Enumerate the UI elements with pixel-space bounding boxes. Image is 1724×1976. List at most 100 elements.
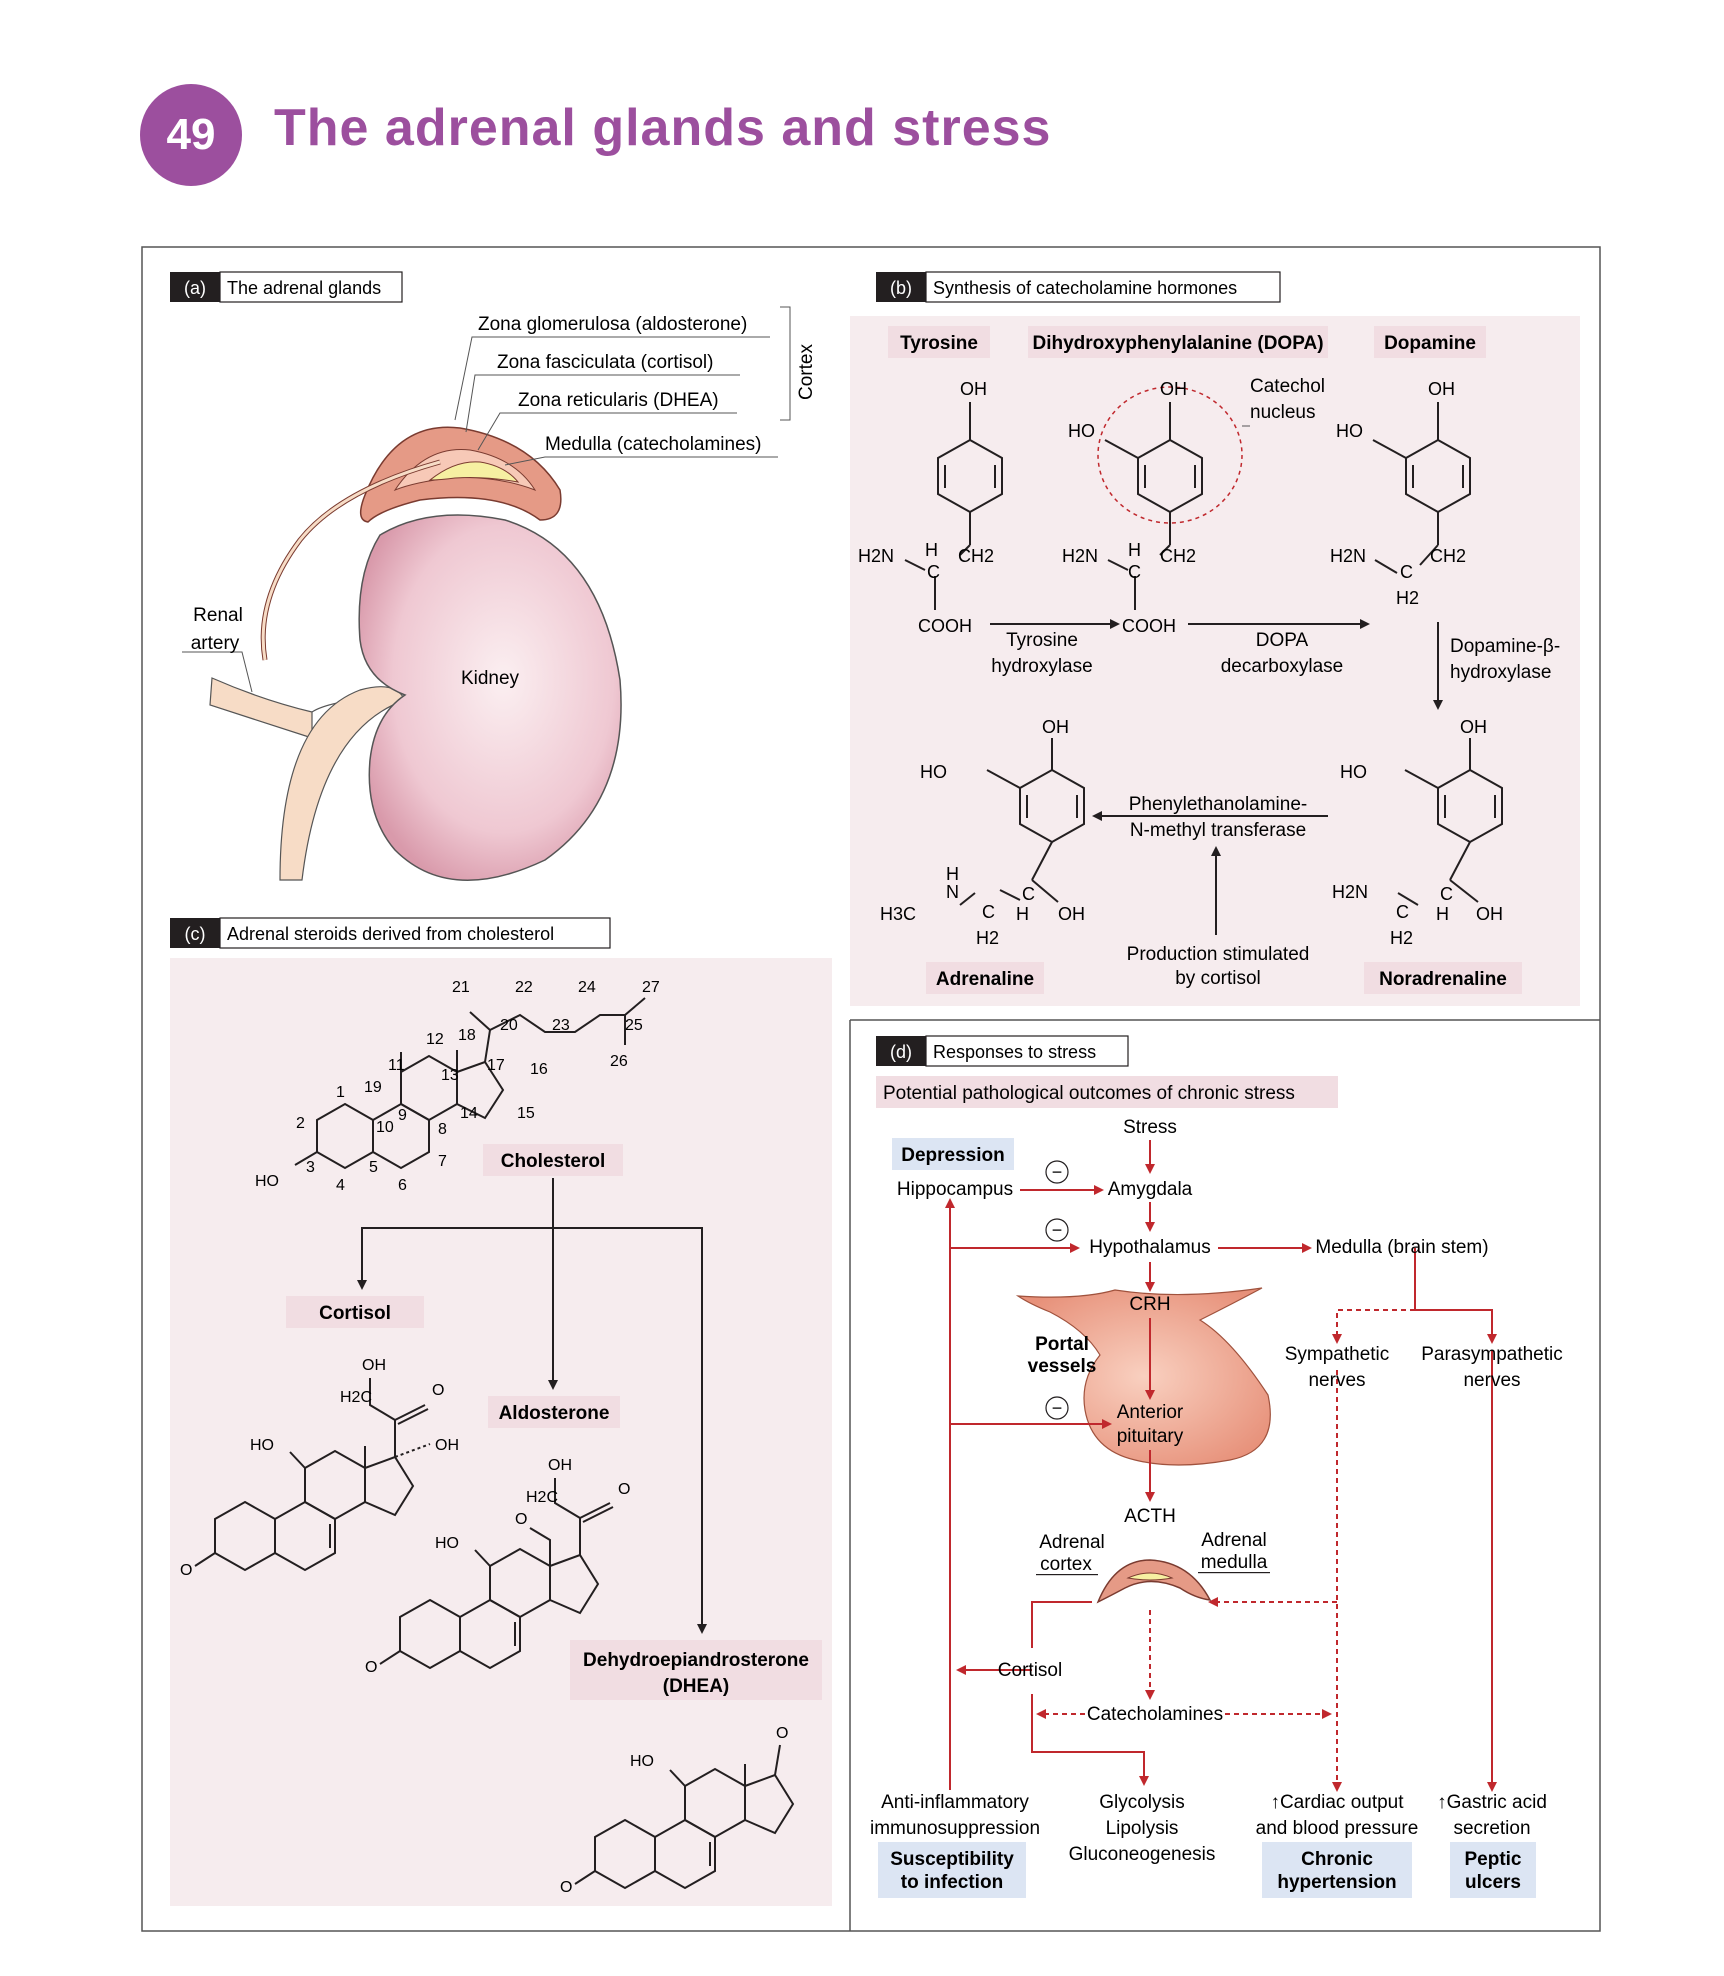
chapter-number-badge: 49 (140, 84, 242, 186)
svg-text:OH: OH (960, 379, 987, 399)
svg-text:hydroxylase: hydroxylase (991, 656, 1092, 677)
svg-text:24: 24 (578, 979, 596, 996)
carbon-numbers: 1 2 3 4 5 6 7 8 9 10 11 12 13 14 15 16 1… (255, 979, 660, 1194)
panel-a: (a) The adrenal glands Zona glomerulosa … (170, 271, 817, 881)
svg-text:22: 22 (515, 979, 533, 996)
svg-text:C: C (1022, 884, 1035, 904)
svg-text:Hippocampus: Hippocampus (897, 1179, 1013, 1200)
svg-text:Lipolysis: Lipolysis (1106, 1818, 1179, 1839)
atom-labels: OH H2N H C CH2 COOH OH HO H2N H C CH2 CO… (858, 379, 1503, 948)
svg-text:decarboxylase: decarboxylase (1221, 656, 1344, 677)
aldosterone-atoms: OH H2C O O HO O (365, 1457, 630, 1676)
svg-text:HO: HO (630, 1753, 654, 1770)
svg-text:C: C (1400, 562, 1413, 582)
svg-text:hydroxylase: hydroxylase (1450, 662, 1551, 683)
svg-text:Portal: Portal (1035, 1334, 1089, 1355)
svg-text:OH: OH (362, 1357, 386, 1374)
svg-text:medulla: medulla (1201, 1552, 1268, 1573)
svg-text:H3C: H3C (880, 904, 916, 924)
svg-text:OH: OH (1428, 379, 1455, 399)
svg-text:Glycolysis: Glycolysis (1099, 1792, 1185, 1813)
svg-text:−: − (1052, 1398, 1063, 1418)
dopa-label: Dihydroxyphenylalanine (DOPA) (1032, 333, 1323, 354)
catechol-label-1: Catechol (1250, 376, 1325, 397)
renal-artery-shape (209, 677, 313, 739)
panel-a-title: The adrenal glands (227, 278, 381, 298)
svg-text:26: 26 (610, 1053, 628, 1070)
catechol-label-2: nucleus (1250, 402, 1316, 423)
svg-text:↑Gastric acid: ↑Gastric acid (1437, 1792, 1547, 1813)
svg-text:8: 8 (438, 1121, 447, 1138)
svg-text:12: 12 (426, 1031, 444, 1048)
svg-text:2: 2 (296, 1115, 305, 1132)
svg-text:Sympathetic: Sympathetic (1285, 1344, 1390, 1365)
svg-text:H2N: H2N (1332, 882, 1368, 902)
svg-text:6: 6 (398, 1177, 407, 1194)
svg-text:9: 9 (398, 1107, 407, 1124)
svg-text:cortex: cortex (1040, 1554, 1092, 1575)
peptic-label-1: Peptic (1464, 1849, 1521, 1870)
svg-text:O: O (776, 1725, 788, 1742)
pathway-labels: Stress Hippocampus Amygdala Hypothalamus… (870, 1117, 1563, 1865)
svg-text:Anterior: Anterior (1117, 1402, 1184, 1423)
svg-text:−: − (1052, 1162, 1063, 1182)
svg-text:Tyrosine: Tyrosine (1006, 630, 1078, 651)
renal-artery-label-2: artery (191, 633, 240, 654)
svg-text:Adrenal: Adrenal (1201, 1530, 1267, 1551)
dhea-atoms: O HO O (560, 1725, 788, 1896)
svg-text:CRH: CRH (1129, 1294, 1170, 1315)
cholesterol-label: Cholesterol (501, 1151, 606, 1172)
panel-d-subtitle: Potential pathological outcomes of chron… (883, 1083, 1295, 1104)
svg-text:15: 15 (517, 1105, 535, 1122)
zona-glomerulosa-label: Zona glomerulosa (aldosterone) (478, 314, 747, 335)
enzyme-labels: Tyrosine hydroxylase DOPA decarboxylase … (991, 630, 1560, 989)
svg-text:OH: OH (435, 1437, 459, 1454)
svg-text:Dopamine-β-: Dopamine-β- (1450, 636, 1560, 657)
svg-text:secretion: secretion (1453, 1818, 1530, 1839)
svg-text:DOPA: DOPA (1256, 630, 1309, 651)
panel-a-header: (a) The adrenal glands (170, 271, 403, 303)
svg-text:O: O (515, 1511, 527, 1528)
cortisol-label: Cortisol (319, 1303, 391, 1324)
svg-text:H2C: H2C (526, 1489, 558, 1506)
svg-text:HO: HO (1068, 421, 1095, 441)
kidney-label: Kidney (461, 668, 520, 689)
svg-text:Gluconeogenesis: Gluconeogenesis (1069, 1844, 1216, 1865)
svg-text:Amygdala: Amygdala (1108, 1179, 1193, 1200)
cortisol-atoms: OH H2C O HO OH O (180, 1357, 459, 1579)
svg-text:O: O (560, 1879, 572, 1896)
inhibition-circles (1045, 1160, 1069, 1420)
aldosterone-skeleton (379, 1478, 614, 1670)
svg-text:20: 20 (500, 1017, 518, 1034)
svg-text:Medulla (brain stem): Medulla (brain stem) (1315, 1237, 1488, 1258)
svg-text:27: 27 (642, 979, 660, 996)
panel-c-letter: (c) (185, 924, 206, 944)
panel-c-title: Adrenal steroids derived from cholestero… (227, 924, 554, 944)
svg-text:H: H (1436, 904, 1449, 924)
svg-text:C: C (982, 902, 995, 922)
adrenaline-label: Adrenaline (936, 969, 1034, 990)
svg-text:HO: HO (1340, 762, 1367, 782)
svg-text:Catecholamines: Catecholamines (1087, 1704, 1223, 1725)
stress-pathway-lines (945, 1140, 1497, 1792)
svg-text:5: 5 (369, 1159, 378, 1176)
svg-text:Phenylethanolamine-: Phenylethanolamine- (1129, 794, 1308, 815)
dhea-skeleton (574, 1744, 795, 1890)
panel-b-title: Synthesis of catecholamine hormones (933, 278, 1237, 298)
svg-text:H: H (1128, 540, 1141, 560)
svg-text:18: 18 (458, 1027, 476, 1044)
infection-label-2: to infection (901, 1872, 1003, 1893)
svg-text:and blood pressure: and blood pressure (1256, 1818, 1419, 1839)
cortex-label: Cortex (796, 344, 817, 400)
derivation-arrows (357, 1178, 707, 1634)
svg-text:H2: H2 (1396, 588, 1419, 608)
svg-text:nerves: nerves (1463, 1370, 1520, 1391)
zona-reticularis-label: Zona reticularis (DHEA) (518, 390, 719, 411)
svg-text:11: 11 (388, 1057, 405, 1074)
svg-text:14: 14 (460, 1105, 478, 1122)
svg-text:C: C (1128, 562, 1141, 582)
svg-text:N: N (946, 882, 959, 902)
svg-text:−: − (1052, 1220, 1063, 1240)
panel-d: (d) Responses to stress Potential pathol… (870, 1035, 1563, 1898)
svg-text:Stress: Stress (1123, 1117, 1177, 1138)
